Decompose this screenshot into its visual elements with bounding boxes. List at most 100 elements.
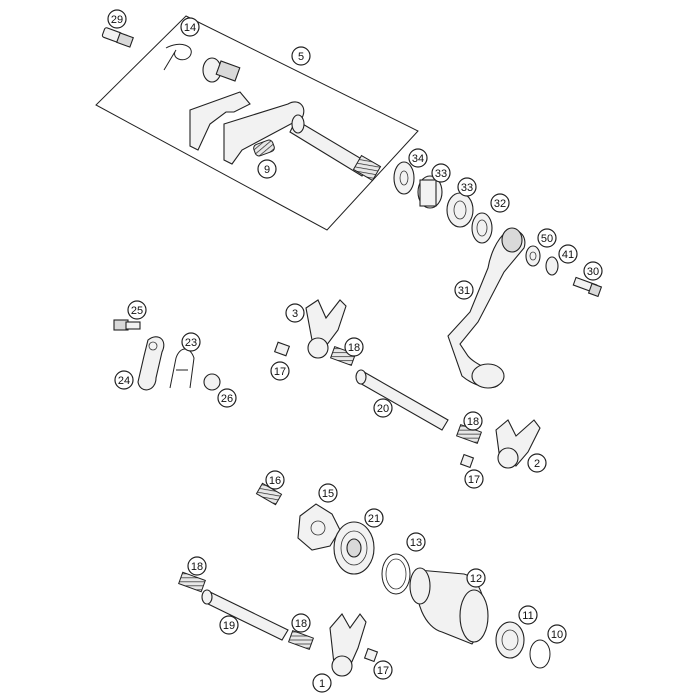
part-spring-18c (178, 571, 206, 593)
callout-18b-label: 18 (467, 416, 479, 428)
callout-19-label: 19 (223, 620, 235, 632)
callout-24: 24 (114, 370, 134, 390)
callout-33b-label: 33 (461, 182, 473, 194)
part-shaft-20 (355, 369, 449, 431)
callout-1-label: 1 (319, 678, 325, 690)
part-shift-fork-1 (329, 613, 367, 677)
part-shaft-19 (201, 589, 289, 641)
part-pin-17a (273, 341, 291, 357)
part-shift-lever-plate (223, 101, 305, 165)
callout-13: 13 (406, 532, 426, 552)
callout-31-label: 31 (458, 285, 470, 297)
part-shift-lever-31 (447, 227, 526, 389)
part-bearing-21 (333, 521, 375, 575)
part-shift-star-15 (297, 503, 341, 551)
callout-21: 21 (364, 508, 384, 528)
callout-30: 30 (583, 261, 603, 281)
part-bushing-33b (446, 192, 474, 228)
callout-18c-label: 18 (191, 561, 203, 573)
callout-12-label: 12 (470, 573, 482, 585)
callout-29-label: 29 (111, 14, 123, 26)
callout-32-label: 32 (494, 198, 506, 210)
part-shift-drum-12 (409, 567, 489, 645)
callout-15-label: 15 (322, 488, 334, 500)
callout-12: 12 (466, 568, 486, 588)
callout-23-label: 23 (185, 337, 197, 349)
part-spring-18d (287, 629, 315, 651)
part-washer-41 (545, 256, 559, 276)
callout-16: 16 (265, 470, 285, 490)
assembly-group-frame (95, 15, 419, 231)
callout-17c: 17 (373, 660, 393, 680)
callout-3: 3 (285, 303, 305, 323)
callout-9: 9 (257, 159, 277, 179)
callout-14-label: 14 (184, 22, 196, 34)
callout-2: 2 (527, 453, 547, 473)
callout-10-label: 10 (551, 629, 563, 641)
part-bolt-29 (101, 27, 134, 48)
part-lever-24 (137, 336, 165, 391)
callout-20: 20 (373, 398, 393, 418)
part-bolt-25 (113, 319, 141, 331)
callout-5-label: 5 (298, 51, 304, 63)
part-pin-17b (459, 453, 475, 469)
part-pin-17c (363, 647, 379, 663)
part-shift-fork-3 (305, 299, 347, 359)
callout-33b: 33 (457, 177, 477, 197)
callout-18c: 18 (187, 556, 207, 576)
part-bushing-33a (417, 175, 443, 209)
callout-11: 11 (518, 605, 538, 625)
callout-24-label: 24 (118, 375, 130, 387)
callout-34-label: 34 (412, 153, 424, 165)
callout-17a-label: 17 (274, 366, 286, 378)
callout-3-label: 3 (292, 308, 298, 320)
callout-18d: 18 (291, 613, 311, 633)
callout-15: 15 (318, 483, 338, 503)
part-circlip-10 (529, 639, 551, 669)
callout-18d-label: 18 (295, 618, 307, 630)
callout-19: 19 (219, 615, 239, 635)
part-spring-clip-14 (163, 43, 192, 71)
part-shift-plate (189, 91, 251, 151)
part-spring-9 (253, 139, 275, 157)
callout-13-label: 13 (410, 537, 422, 549)
callout-10: 10 (547, 624, 567, 644)
callout-25-label: 25 (131, 305, 143, 317)
callout-2-label: 2 (534, 458, 540, 470)
callout-32: 32 (490, 193, 510, 213)
callout-17c-label: 17 (377, 665, 389, 677)
callout-29: 29 (107, 9, 127, 29)
callout-17b-label: 17 (468, 474, 480, 486)
part-washer-50 (525, 245, 541, 267)
callout-21-label: 21 (368, 513, 380, 525)
callout-1: 1 (312, 673, 332, 693)
callout-9-label: 9 (264, 164, 270, 176)
part-bolt-30 (572, 276, 603, 298)
callout-34: 34 (408, 148, 428, 168)
callout-11-label: 11 (522, 610, 533, 622)
callout-25: 25 (127, 300, 147, 320)
part-bearing-11 (495, 621, 525, 659)
callout-41-label: 41 (562, 249, 574, 261)
callout-30-label: 30 (587, 266, 599, 278)
callout-18a: 18 (344, 337, 364, 357)
callout-26: 26 (217, 388, 237, 408)
part-roller-26 (203, 373, 221, 391)
callout-33a: 33 (431, 163, 451, 183)
callout-20-label: 20 (377, 403, 389, 415)
callout-18a-label: 18 (348, 342, 360, 354)
part-shift-shaft (289, 114, 382, 182)
part-spring-23 (169, 348, 195, 389)
callout-17a: 17 (270, 361, 290, 381)
callout-14: 14 (180, 17, 200, 37)
callout-17b: 17 (464, 469, 484, 489)
part-circlip-13 (381, 553, 411, 595)
part-shift-fork-2 (495, 419, 541, 469)
callout-41: 41 (558, 244, 578, 264)
callout-31: 31 (454, 280, 474, 300)
callout-50-label: 50 (541, 233, 553, 245)
part-washer-34 (393, 161, 415, 195)
callout-23: 23 (181, 332, 201, 352)
